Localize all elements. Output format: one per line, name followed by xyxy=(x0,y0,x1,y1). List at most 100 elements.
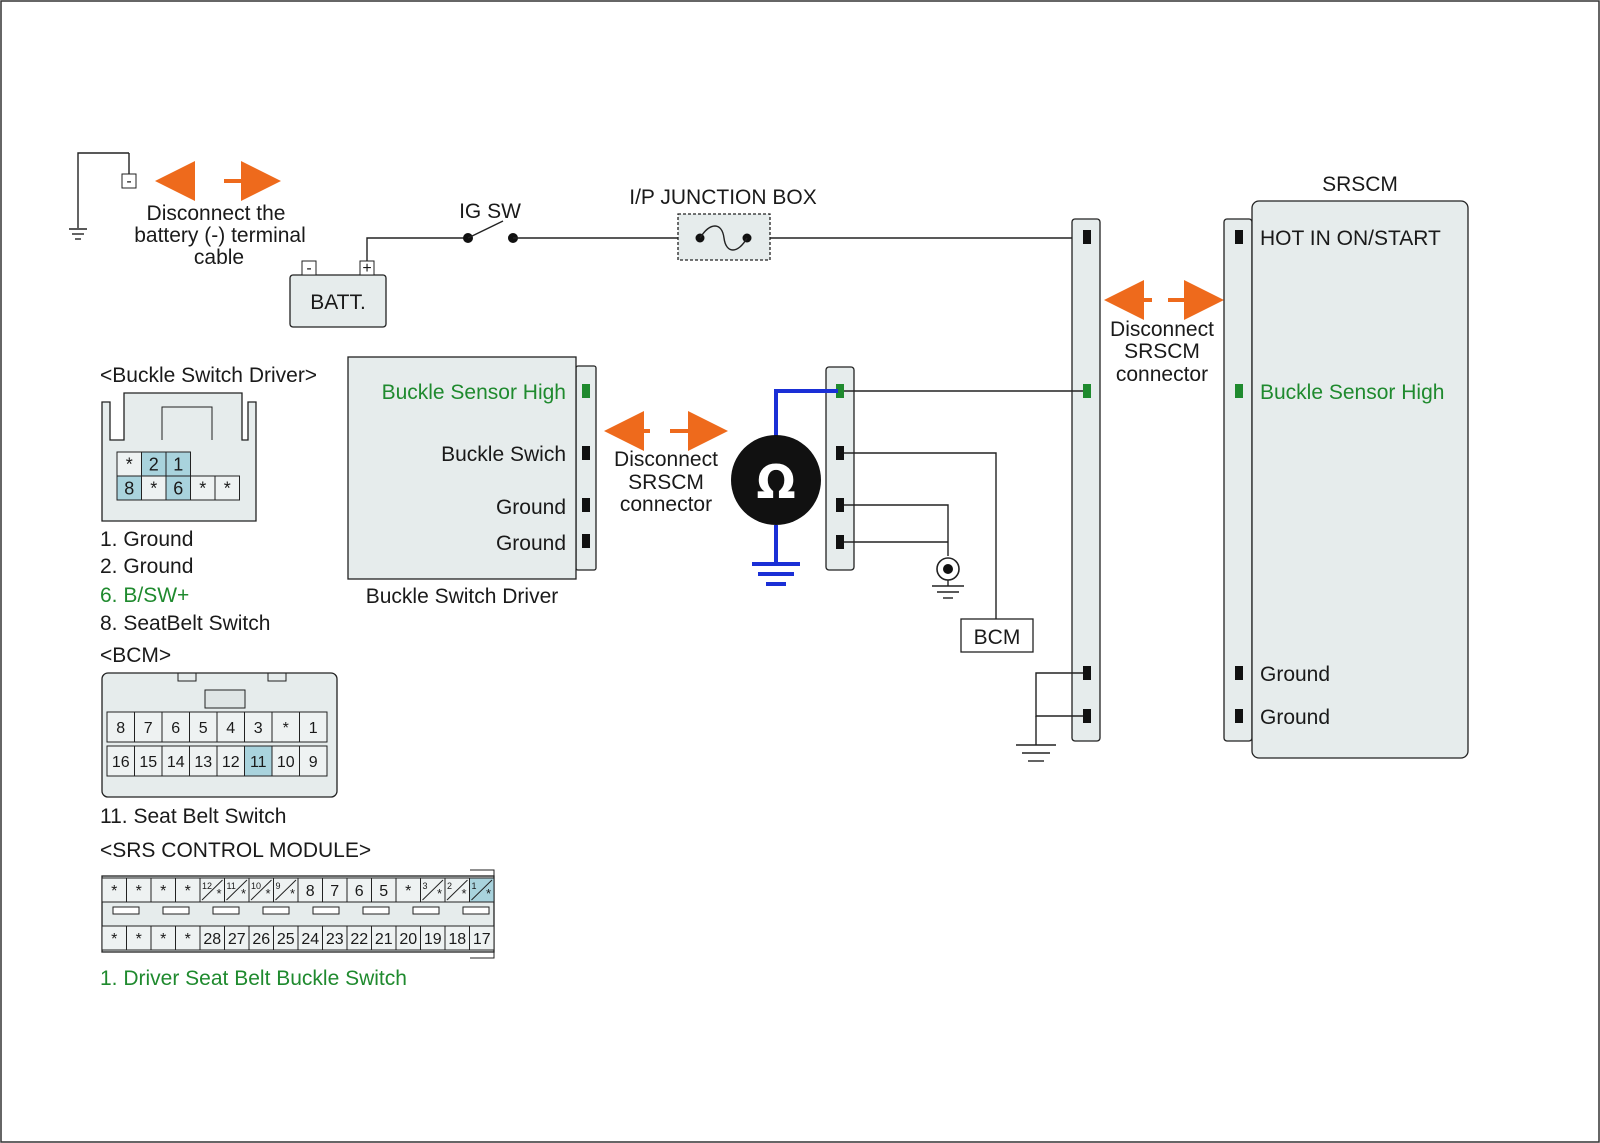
buckle-pin-bottom-3-label: * xyxy=(199,478,206,498)
buckle-pin-bottom-2-label: 6 xyxy=(173,478,183,498)
srs-pin-top-5-label: 11 xyxy=(227,881,236,891)
bcm-pin-bottom-5-label: 11 xyxy=(250,754,267,771)
srs-pin-bottom-10: 22 xyxy=(346,925,372,951)
srs-pin-bottom-4-label: 28 xyxy=(203,931,221,948)
buckle-pin-bottom-4-label: * xyxy=(224,478,231,498)
srscm-disconnect-note-right: Disconnect SRSCM connector xyxy=(1104,280,1224,386)
srs-pin-bottom-12: 20 xyxy=(395,925,421,951)
srs-pin-bottom-11-label: 21 xyxy=(375,931,393,948)
srs-pin-bottom-3-label: * xyxy=(185,931,191,948)
srs-pin-top-9-label: 7 xyxy=(330,883,339,900)
srs-pin-top-11: 5 xyxy=(371,877,397,903)
srs-pin-bottom-0-label: * xyxy=(111,931,117,948)
srscm-pin-ground-2: Ground xyxy=(1260,706,1330,729)
srs-pin-bottom-15-label: 17 xyxy=(473,931,491,948)
junction-box-label: I/P JUNCTION BOX xyxy=(629,186,816,209)
srs-pin-top-1-label: * xyxy=(136,883,142,900)
srs-pin-bottom-8: 24 xyxy=(297,925,323,951)
bcm-pin-bottom-1-label: 15 xyxy=(139,754,157,771)
battery-terminal-icon xyxy=(121,173,137,189)
srs-pin-top-12: * xyxy=(395,877,421,903)
bcm-pin-top-7: 1 xyxy=(299,711,328,743)
srs-pin-bottom-3: * xyxy=(175,925,201,951)
bcm-pin-top-5: 3 xyxy=(244,711,273,743)
bcm-pin-top-4: 4 xyxy=(216,711,245,743)
bcm-pin-bottom-7-label: 9 xyxy=(309,754,318,771)
srs-pin-bottom-7: 25 xyxy=(273,925,299,951)
srs-pin-top-6-mark: * xyxy=(266,886,271,901)
bcm-pin-top-5-label: 3 xyxy=(254,720,263,737)
bcm-legend-11: 11. Seat Belt Switch xyxy=(100,805,286,828)
battery-disconnect-note: - Disconnect the battery (-) terminal ca… xyxy=(69,152,306,269)
bcm-pin-top-4-label: 4 xyxy=(226,720,235,737)
srs-pin-bottom-4: 28 xyxy=(199,925,225,951)
meter-ground-icon xyxy=(752,562,800,586)
buckle-pin-top-2: 1 xyxy=(165,451,191,477)
srs-pin-bottom-14: 18 xyxy=(444,925,470,951)
bcm-pin-top-7-label: 1 xyxy=(309,720,318,737)
mid-disconnect-line-3: connector xyxy=(620,493,712,516)
ground-symbol-icon xyxy=(69,228,87,240)
srs-pin-top-6: 10* xyxy=(248,877,274,903)
srscm-module: SRSCM HOT IN ON/START Buckle Sensor High… xyxy=(1223,173,1469,759)
srs-pin-top-8-label: 8 xyxy=(306,883,315,900)
bcm-pin-top-1: 7 xyxy=(134,711,163,743)
buckle-legend-1: 1. Ground xyxy=(100,528,193,551)
srs-pin-bottom-10-label: 22 xyxy=(350,931,368,948)
driver-pin-buckle-sensor-high: Buckle Sensor High xyxy=(382,381,566,404)
srs-pin-top-4: 12* xyxy=(199,877,225,903)
bcm-pin-top-0-label: 8 xyxy=(116,720,125,737)
battery-note-line-1: Disconnect the xyxy=(147,202,286,225)
srs-pin-top-14-mark: * xyxy=(462,886,467,901)
buckle-pin-bottom-3: * xyxy=(190,475,216,501)
bcm-pin-bottom-6-label: 10 xyxy=(277,754,295,771)
buckle-driver-caption: Buckle Switch Driver xyxy=(366,585,559,608)
buckle-pin-bottom-0-label: 8 xyxy=(124,478,134,498)
body-ground-icon xyxy=(932,557,964,599)
buckle-pin-top-0: * xyxy=(116,451,142,477)
srscm-harness-connector xyxy=(1016,218,1101,762)
srs-pin-top-9: 7 xyxy=(322,877,348,903)
right-disconnect-line-2: SRSCM xyxy=(1124,340,1200,363)
bcm-pin-top-2-label: 6 xyxy=(171,720,180,737)
srs-pin-top-4-label: 12 xyxy=(202,881,212,891)
bcm-pin-bottom-3-label: 13 xyxy=(194,754,212,771)
bcm-pin-bottom-4-label: 12 xyxy=(222,754,240,771)
bcm-pin-top-3-label: 5 xyxy=(199,720,208,737)
bcm-box xyxy=(960,618,1034,653)
srs-connector-title: <SRS CONTROL MODULE> xyxy=(100,839,371,862)
battery-label: BATT. xyxy=(310,291,366,314)
buckle-pin-bottom-2: 6 xyxy=(165,475,191,501)
srs-pin-top-0: * xyxy=(101,877,127,903)
battery-note-line-2: battery (-) terminal xyxy=(134,224,306,247)
bcm-box-label: BCM xyxy=(974,626,1021,649)
battery-note-line-3: cable xyxy=(194,246,244,269)
srscm-disconnect-note-middle: Disconnect SRSCM connector xyxy=(604,411,728,516)
ohmmeter-icon xyxy=(731,435,821,525)
buckle-legend-2: 2. Ground xyxy=(100,555,193,578)
srscm-pin-ground-1: Ground xyxy=(1260,663,1330,686)
mid-disconnect-line-1: Disconnect xyxy=(614,448,718,471)
buckle-pin-bottom-1: * xyxy=(141,475,167,501)
bcm-pin-bottom-0-label: 16 xyxy=(112,754,130,771)
terminal-minus-symbol: - xyxy=(126,173,131,190)
srs-pin-top-3: * xyxy=(175,877,201,903)
srs-pin-bottom-13-label: 19 xyxy=(424,931,442,948)
buckle-pin-top-0-label: * xyxy=(126,454,133,474)
srs-pin-top-15-label: 1 xyxy=(472,881,477,891)
srs-pin-top-7-mark: * xyxy=(290,886,295,901)
driver-pin-ground-2: Ground xyxy=(496,532,566,555)
bcm-connector-title: <BCM> xyxy=(100,644,171,667)
srs-pin-top-2: * xyxy=(150,877,176,903)
srs-pin-top-8: 8 xyxy=(297,877,323,903)
srs-pin-top-13-label: 3 xyxy=(423,881,428,891)
bcm-pin-bottom-2-label: 14 xyxy=(167,754,185,771)
srs-pin-bottom-5-label: 27 xyxy=(228,931,246,948)
bcm-pin-bottom-3: 13 xyxy=(189,745,218,777)
srs-pin-top-12-label: * xyxy=(405,883,411,900)
srs-pin-bottom-9-label: 23 xyxy=(326,931,344,948)
bcm-pin-bottom-2: 14 xyxy=(161,745,190,777)
power-feed: BATT. - + IG SW I/P JUNCTION BOX xyxy=(289,186,1082,328)
